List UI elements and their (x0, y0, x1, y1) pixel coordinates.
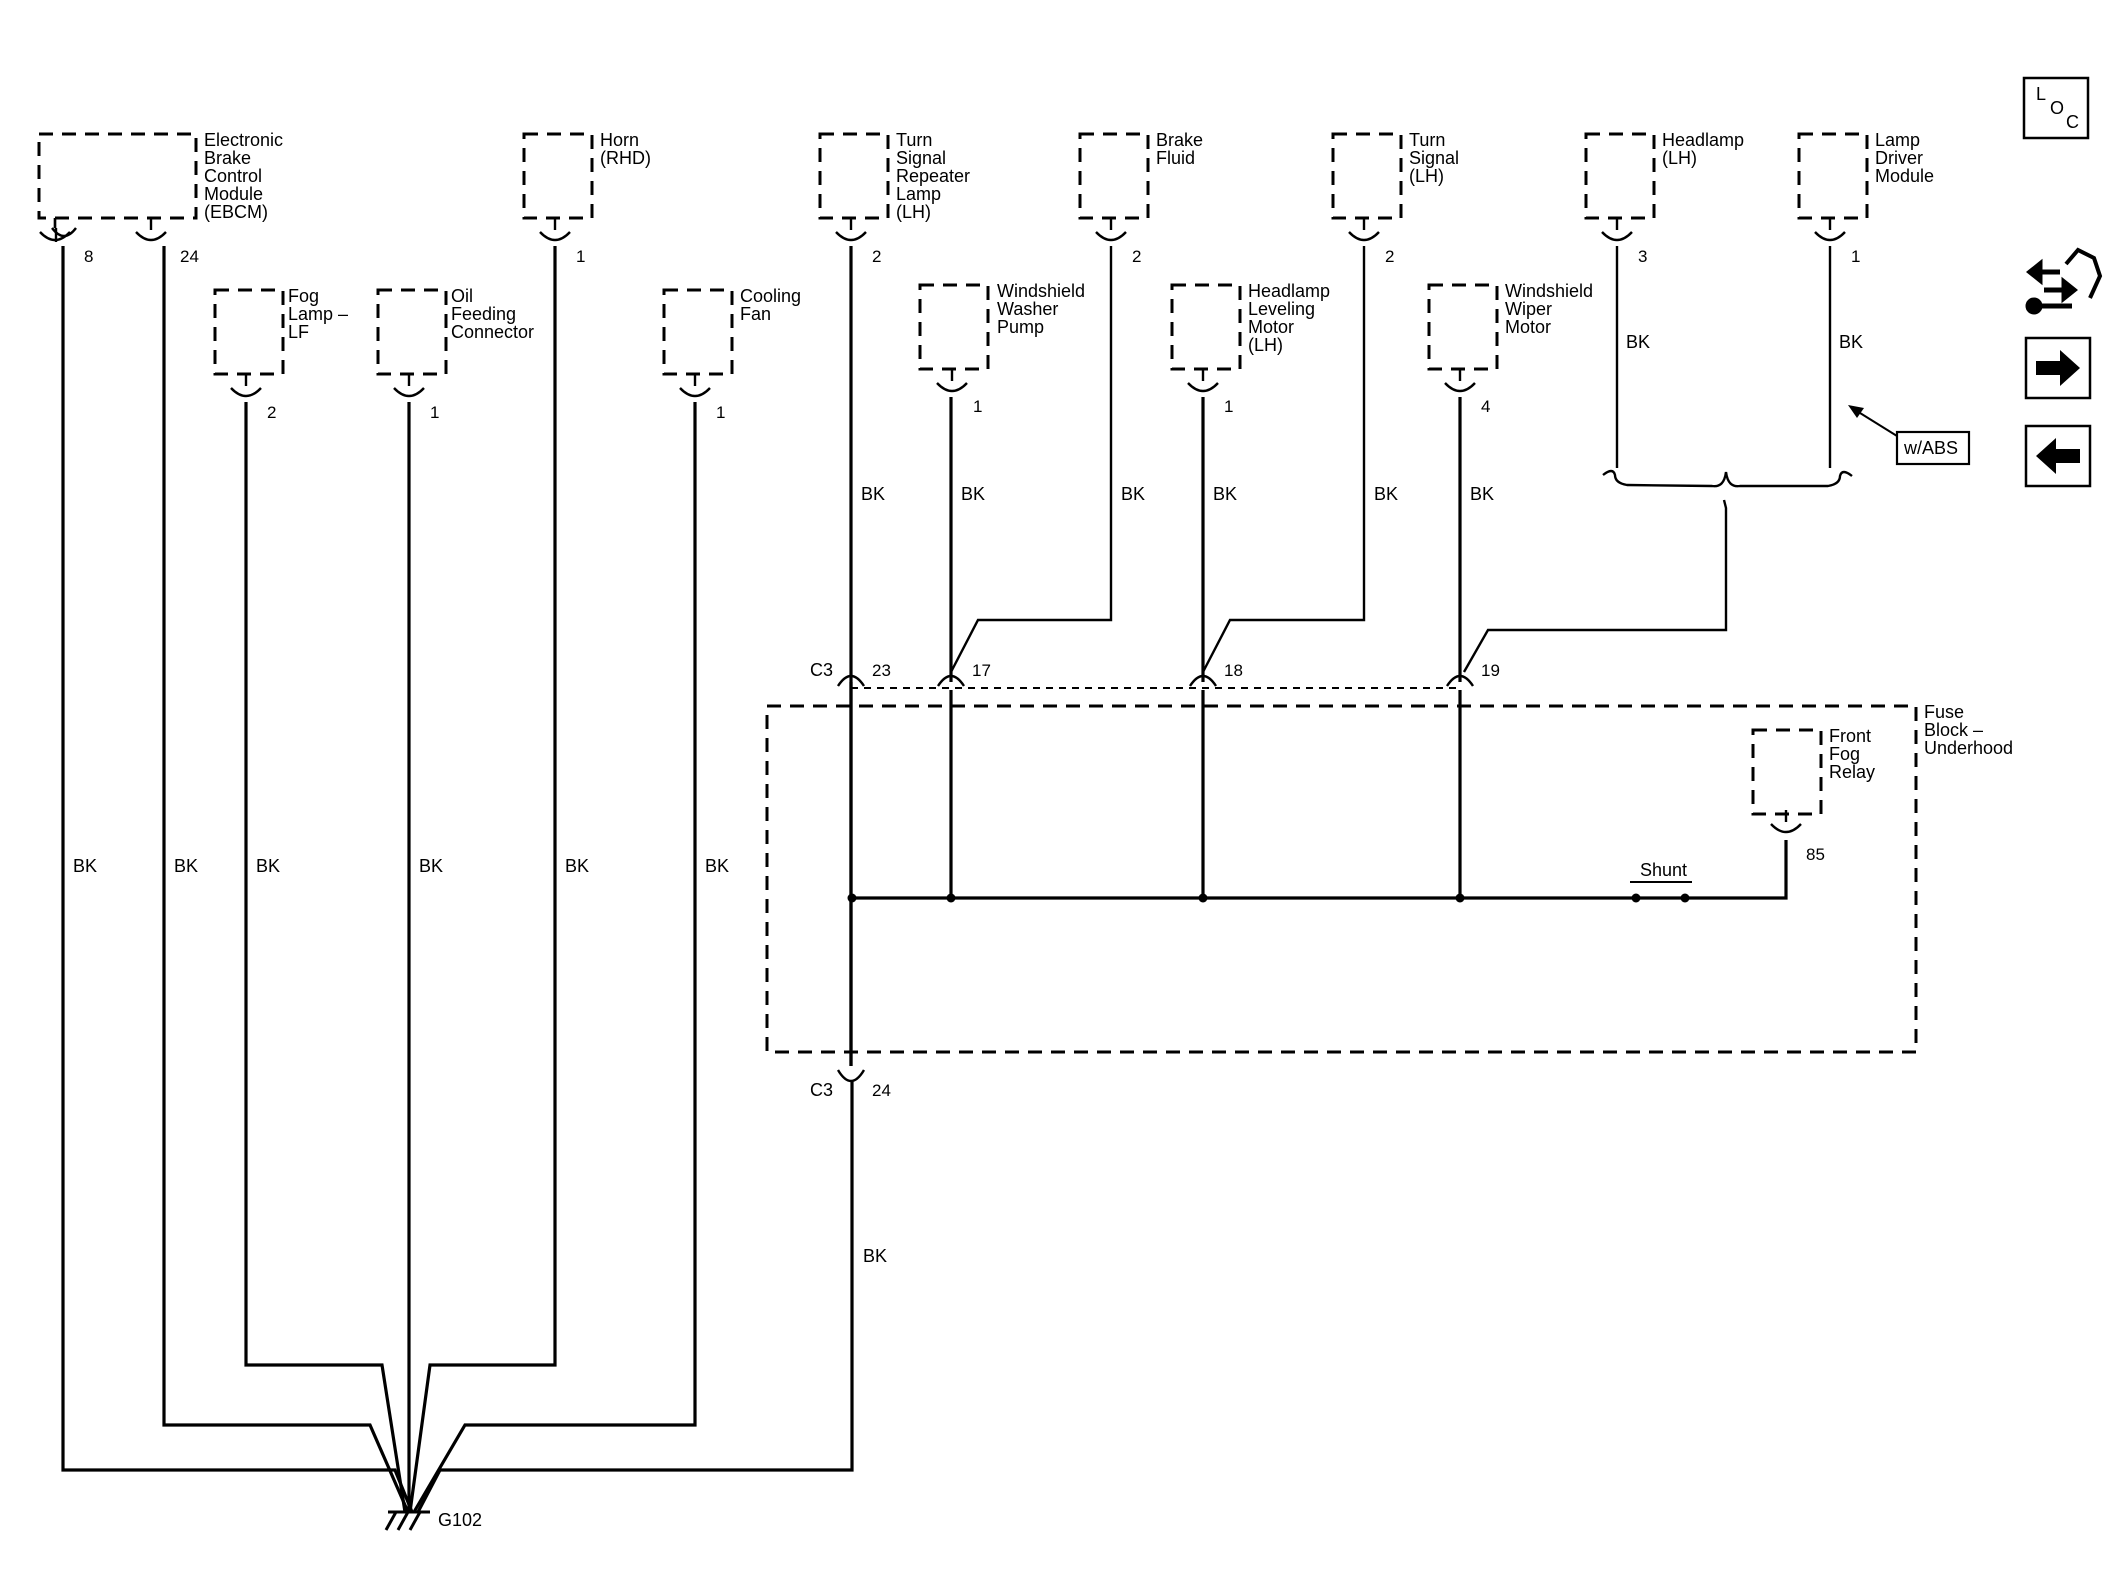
wire-color-oil-feeding: BK (419, 856, 443, 876)
wire-color-ground-c3: BK (863, 1246, 887, 1266)
wire-color-ebcm-24: BK (174, 856, 198, 876)
loc-letter-o: O (2050, 98, 2064, 118)
fuse-block-underhood[interactable]: Fuse Block – Underhood (765, 702, 2013, 1054)
pin-headlamp-leveling-motor: 1 (1224, 397, 1233, 416)
component-lamp-driver-module[interactable]: Lamp Driver Module (1797, 130, 1934, 220)
pin-fog-lamp-lf: 2 (267, 403, 276, 422)
connector-c3-bottom: C3 (810, 1080, 833, 1100)
label-headlamp-leveling-motor: Headlamp Leveling Motor (LH) (1248, 281, 1335, 355)
label-lamp-driver-module: Lamp Driver Module (1875, 130, 1934, 186)
label-horn: Horn (RHD) (600, 130, 651, 168)
label-windshield-washer-pump: Windshield Washer Pump (997, 281, 1090, 337)
option-w-abs: w/ABS (1848, 405, 1971, 466)
component-brake-fluid[interactable]: Brake Fluid (1078, 130, 1208, 220)
pin-front-fog-relay: 85 (1806, 845, 1825, 864)
connector-c3-top: C3 (810, 660, 833, 680)
component-headlamp-leveling-motor[interactable]: Headlamp Leveling Motor (LH) (1170, 281, 1335, 371)
label-fuse-block: Fuse Block – Underhood (1924, 702, 2013, 758)
wire-color-brake-fluid: BK (1121, 484, 1145, 504)
label-windshield-wiper-motor: Windshield Wiper Motor (1505, 281, 1598, 337)
label-ebcm: Electronic Brake Control Module (EBCM) (204, 130, 288, 222)
component-windshield-wiper-motor[interactable]: Windshield Wiper Motor (1427, 281, 1598, 371)
wires (61, 246, 1853, 1513)
component-cooling-fan[interactable]: Cooling Fan (662, 286, 806, 376)
pin-c3-17: 17 (972, 661, 991, 680)
label-oil-feeding-connector: Oil Feeding Connector (451, 286, 534, 342)
label-headlamp-lh: Headlamp (LH) (1662, 130, 1749, 168)
arrow-right-icon (2036, 350, 2080, 386)
wire-color-fog-lamp: BK (256, 856, 280, 876)
wire-color-washer-pump: BK (961, 484, 985, 504)
component-turn-signal-repeater[interactable]: Turn Signal Repeater Lamp (LH) (818, 130, 975, 222)
pin-c3-24: 24 (872, 1081, 891, 1100)
pin-headlamp-lh: 3 (1638, 247, 1647, 266)
component-windshield-washer-pump[interactable]: Windshield Washer Pump (918, 281, 1090, 371)
pin-ebcm-8: 8 (84, 247, 93, 266)
loc-letter-l: L (2036, 84, 2046, 104)
loc-letter-c: C (2066, 112, 2079, 132)
component-front-fog-relay[interactable]: Front Fog Relay (1751, 726, 1876, 816)
pin-windshield-washer-pump: 1 (973, 397, 982, 416)
pin-c3-18: 18 (1224, 661, 1243, 680)
wire-color-horn: BK (565, 856, 589, 876)
wire-color-lamp-driver: BK (1839, 332, 1863, 352)
wire-color-leveling-motor: BK (1213, 484, 1237, 504)
pin-c3-19: 19 (1481, 661, 1500, 680)
loc-button[interactable]: L O C (2022, 76, 2090, 140)
pin-lamp-driver-module: 1 (1851, 247, 1860, 266)
pin-brake-fluid: 2 (1132, 247, 1141, 266)
ground-g102: G102 (384, 1510, 482, 1531)
label-fog-lamp-lf: Fog Lamp – LF (288, 286, 353, 342)
prev-page-button[interactable] (2024, 424, 2092, 488)
arrow-left-icon (2036, 438, 2080, 474)
shunt-label: Shunt (1640, 860, 1687, 880)
connector-stubs (39, 218, 1846, 834)
component-horn[interactable]: Horn (RHD) (522, 130, 651, 220)
pin-ebcm-24: 24 (180, 247, 199, 266)
harness-icon (2025, 247, 2103, 315)
pin-numbers: 8 24 1 2 2 2 3 1 2 1 1 1 1 4 85 23 17 18… (84, 247, 1860, 1100)
wire-color-cooling-fan: BK (705, 856, 729, 876)
next-page-button[interactable] (2024, 336, 2092, 400)
component-turn-signal-lh[interactable]: Turn Signal (LH) (1331, 130, 1464, 220)
label-turn-signal-repeater: Turn Signal Repeater Lamp (LH) (896, 130, 975, 222)
wire-color-turn-repeater: BK (861, 484, 885, 504)
component-fog-lamp-lf[interactable]: Fog Lamp – LF (213, 286, 353, 376)
pin-c3-23: 23 (872, 661, 891, 680)
wire-color-wiper-motor: BK (1470, 484, 1494, 504)
pin-cooling-fan: 1 (716, 403, 725, 422)
option-label: w/ABS (1903, 438, 1958, 458)
component-oil-feeding-connector[interactable]: Oil Feeding Connector (376, 286, 534, 376)
ground-label: G102 (438, 1510, 482, 1530)
harness-button[interactable] (2025, 247, 2103, 315)
component-ebcm[interactable]: Electronic Brake Control Module (EBCM) (37, 130, 288, 222)
wire-color-ebcm-8: BK (73, 856, 97, 876)
pin-turn-signal-lh: 2 (1385, 247, 1394, 266)
label-turn-signal-lh: Turn Signal (LH) (1409, 130, 1464, 186)
component-headlamp-lh[interactable]: Headlamp (LH) (1584, 130, 1749, 220)
pin-oil-feeding-connector: 1 (430, 403, 439, 422)
label-front-fog-relay: Front Fog Relay (1829, 726, 1876, 782)
label-cooling-fan: Cooling Fan (740, 286, 806, 324)
label-brake-fluid: Brake Fluid (1156, 130, 1208, 168)
pin-turn-signal-repeater: 2 (872, 247, 881, 266)
pin-windshield-wiper-motor: 4 (1481, 397, 1490, 416)
pin-horn: 1 (576, 247, 585, 266)
wire-color-turn-signal: BK (1374, 484, 1398, 504)
wire-color-headlamp: BK (1626, 332, 1650, 352)
wire-color-labels: BK BK BK BK BK BK BK BK BK BK BK BK BK B… (73, 332, 1863, 1266)
